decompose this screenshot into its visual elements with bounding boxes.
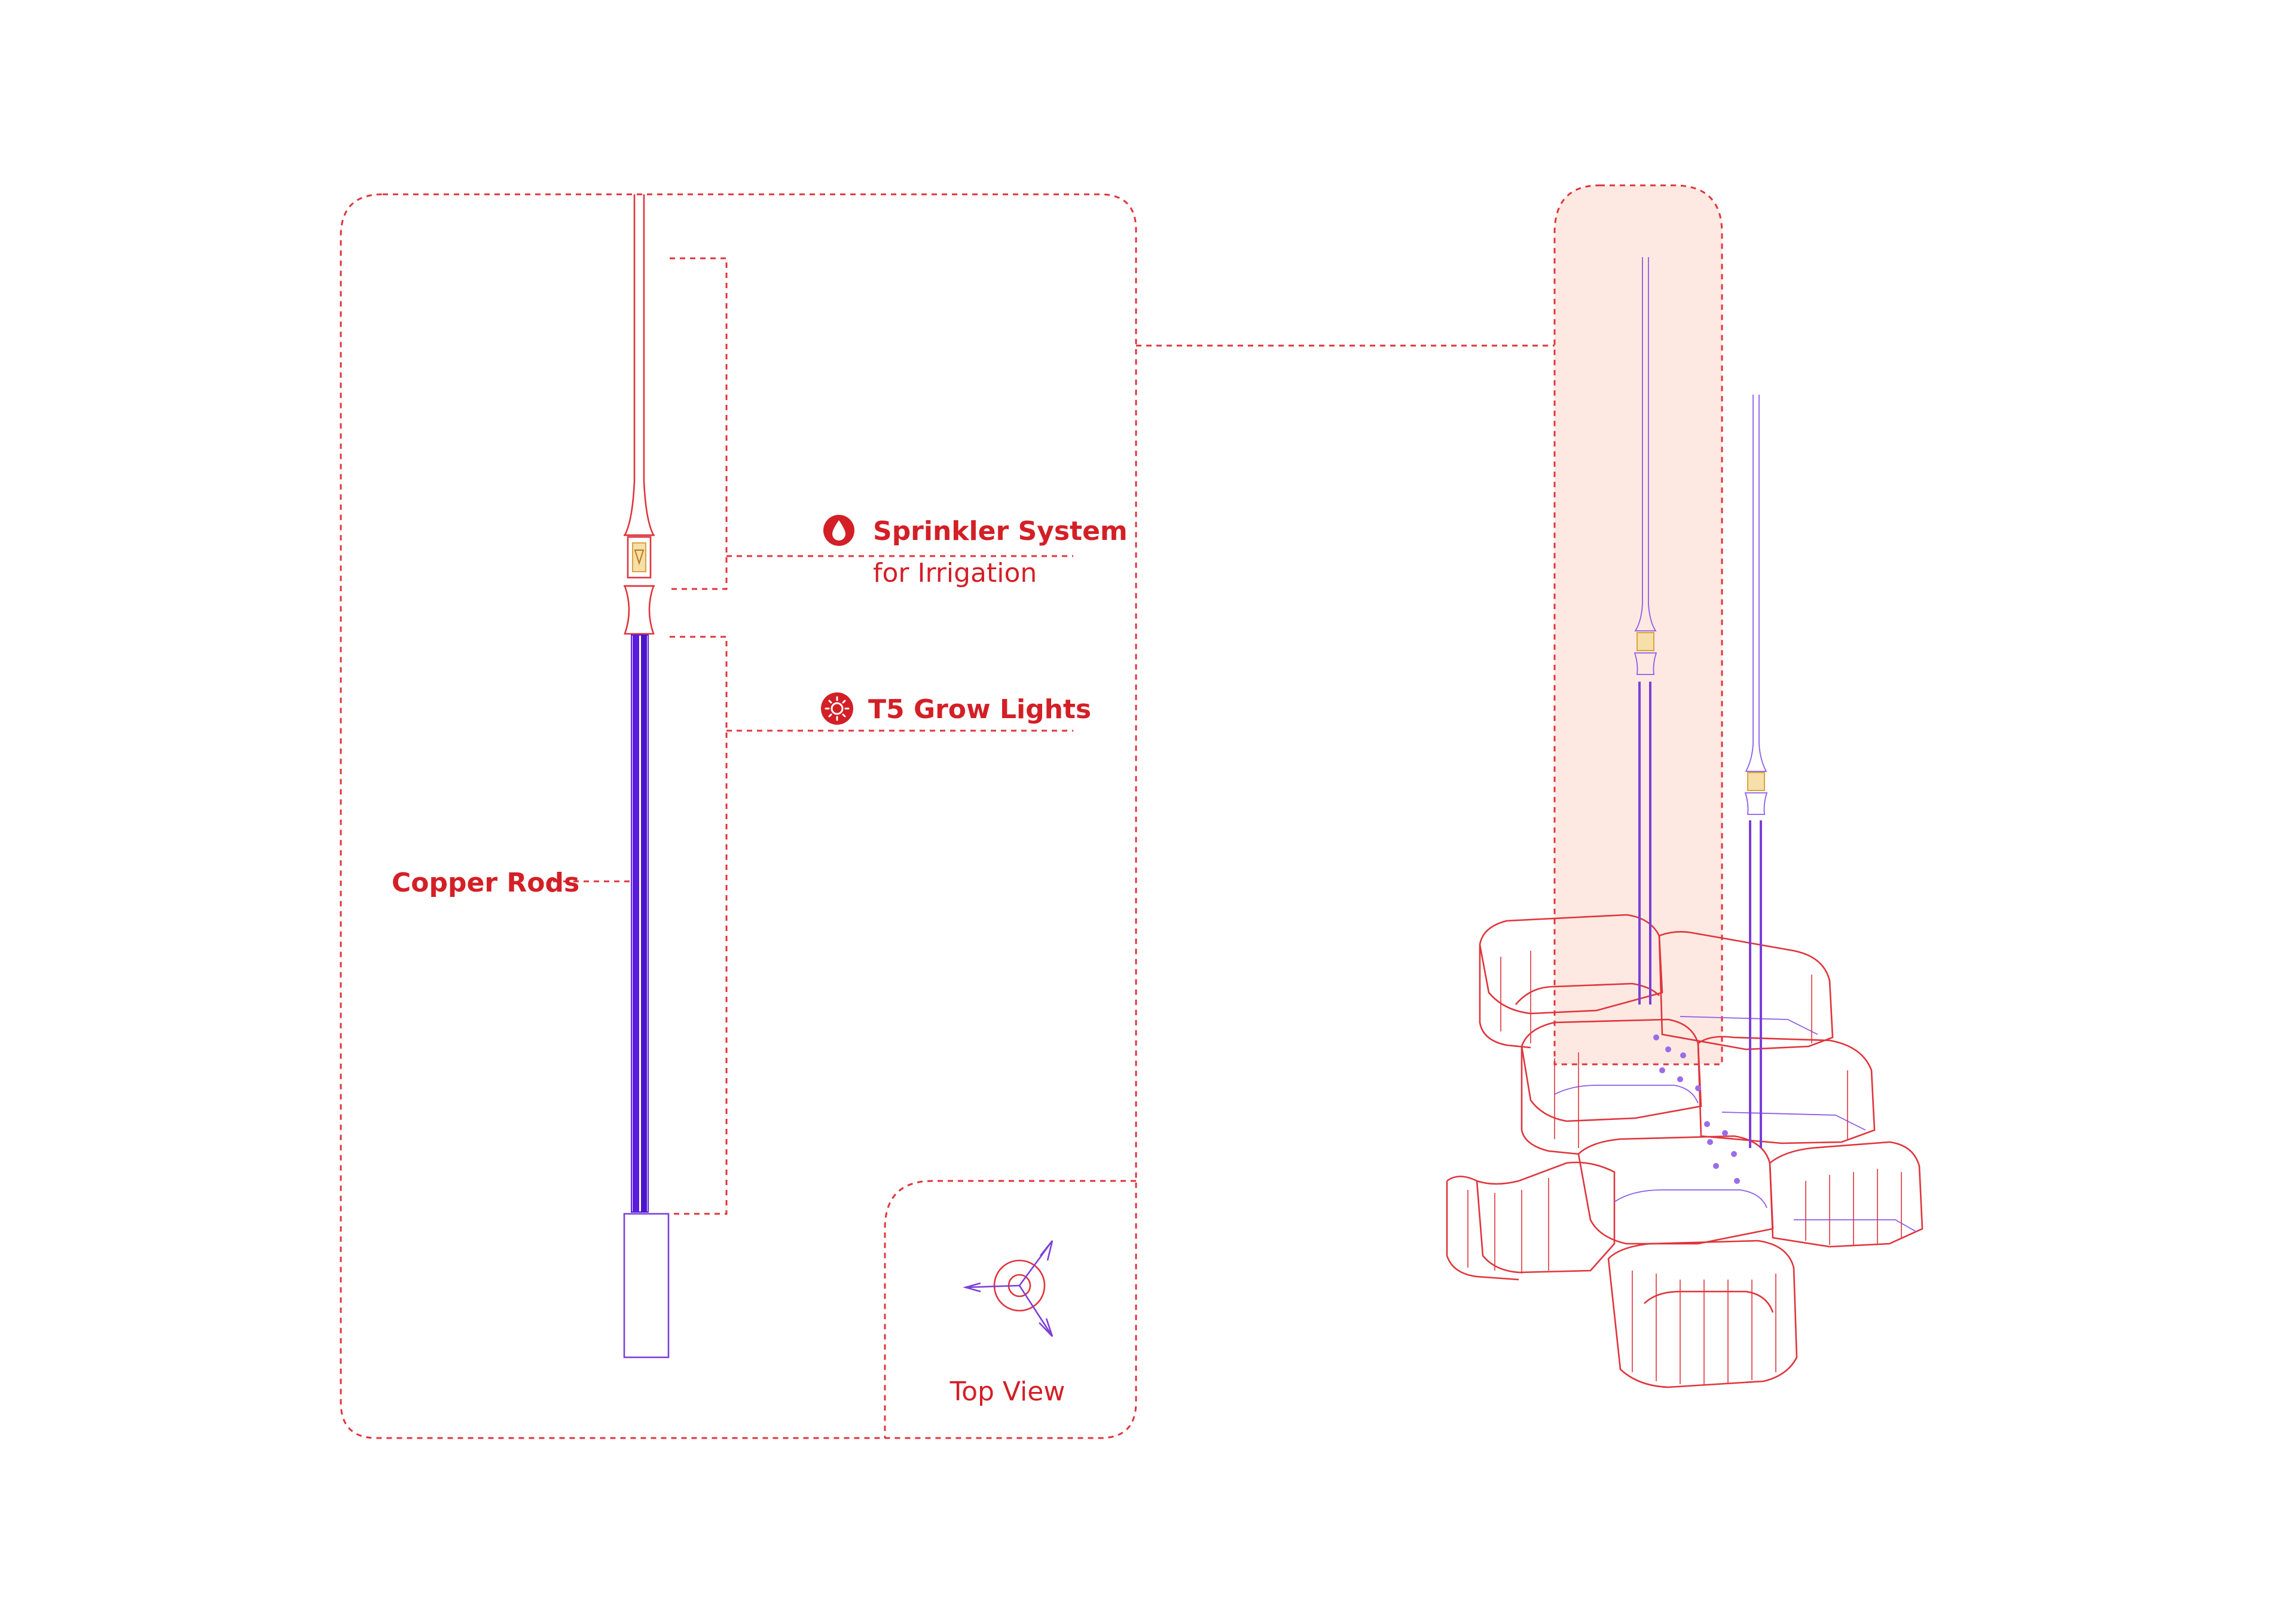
sprinkler-nozzle [632, 542, 646, 572]
iso-pole-1 [1634, 257, 1657, 1005]
grow-lights-bracket [670, 636, 728, 1215]
hex-planter-modules [1446, 914, 1923, 1388]
t5-grow-lights-label: T5 Grow Lights [868, 694, 1091, 725]
soil-dots [1653, 1034, 1740, 1184]
sprinkler-system-label: Sprinkler System [873, 516, 1128, 547]
iso-pole-2 [1744, 395, 1768, 1148]
detail-panel-frame [340, 193, 1137, 1439]
pole-base [623, 1213, 670, 1359]
water-drop-icon [823, 515, 854, 546]
top-view-symbol [963, 1240, 1054, 1337]
sprinkler-label-group: Sprinkler System for Irrigation [823, 515, 1128, 588]
sun-icon [821, 692, 853, 725]
pole-elevation [623, 194, 670, 1359]
top-view-label: Top View [949, 1376, 1065, 1407]
sprinkler-bracket [670, 257, 728, 590]
grow-lights-label-group: T5 Grow Lights [821, 692, 1091, 725]
for-irrigation-label: for Irrigation [873, 558, 1037, 588]
copper-rods-label: Copper Rods [392, 868, 579, 898]
top-view-panel-frame [884, 1180, 1136, 1438]
